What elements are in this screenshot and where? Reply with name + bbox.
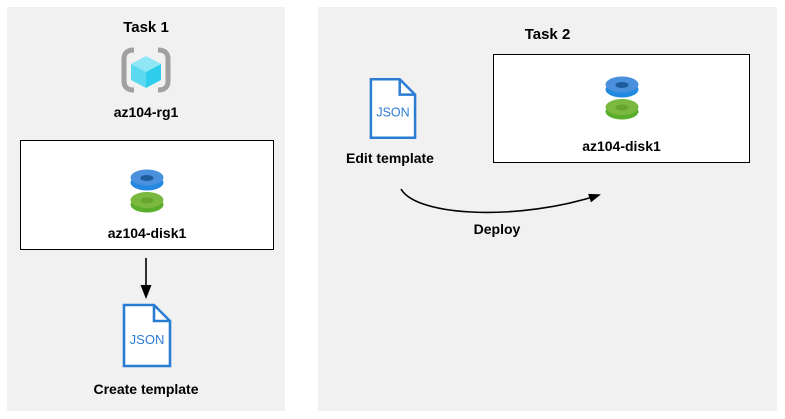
down-arrow-head: [140, 285, 152, 299]
rg-cube-left-face: [131, 64, 146, 88]
task1-disk-box: az104-disk1: [20, 140, 274, 250]
task1-title: Task 1: [123, 19, 169, 36]
rg-left-bracket: [121, 47, 135, 93]
task2-panel: Task 2 JSON Edit template az104-disk1: [318, 7, 777, 411]
managed-disk-icon: [599, 73, 645, 123]
task2-disk-label: az104-disk1: [582, 138, 661, 154]
json-file-icon: JSON: [122, 303, 172, 368]
disk-green-hole: [140, 197, 154, 204]
task1-panel: Task 1 az104-rg1 az104-disk1: [7, 7, 285, 411]
task2-title: Task 2: [524, 26, 571, 43]
create-template-label: Create template: [93, 381, 199, 397]
rg-right-bracket: [157, 47, 171, 93]
managed-disk-icon: [124, 166, 170, 216]
deploy-curved-arrow-icon: [395, 181, 625, 223]
json-file-icon: JSON: [369, 77, 417, 140]
resource-group-icon: [118, 43, 174, 97]
disk-blue-hole: [615, 82, 629, 88]
json-file-fold: [398, 79, 416, 96]
edit-template-label: Edit template: [346, 150, 434, 166]
disk-blue-hole: [140, 175, 154, 181]
deploy-label: Deploy: [473, 221, 521, 237]
down-arrow-icon: [139, 257, 153, 299]
deploy-arrow-curve: [400, 188, 601, 214]
resource-group-label: az104-rg1: [113, 104, 179, 120]
task1-disk-label: az104-disk1: [107, 225, 187, 241]
json-file-text: JSON: [130, 332, 165, 347]
rg-cube-right-face: [146, 64, 161, 88]
disk-green-hole: [615, 104, 629, 111]
json-file-text: JSON: [376, 106, 409, 120]
json-file-fold: [152, 305, 170, 323]
task2-disk-box: az104-disk1: [493, 54, 750, 163]
